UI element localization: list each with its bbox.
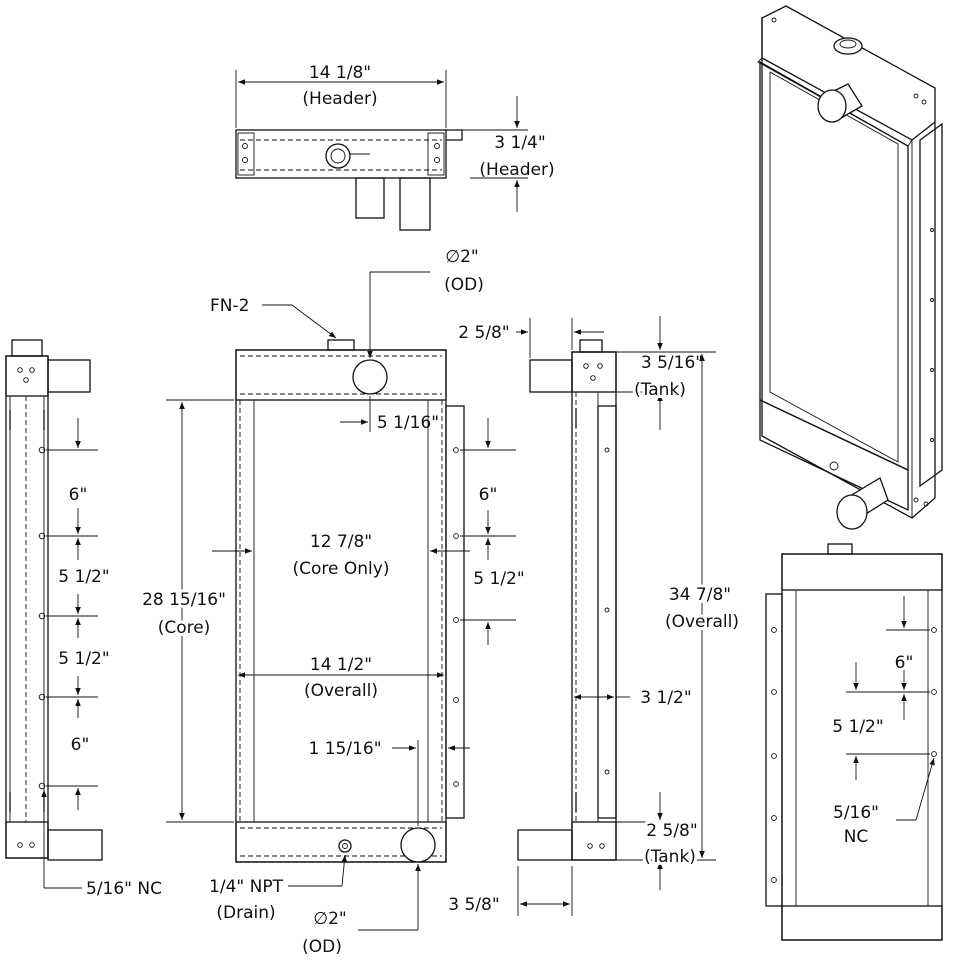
- right-hole-2-label: 5 1/2": [832, 717, 883, 737]
- top-view: 14 1/8" (Header) 3 1/4" (Header): [235, 63, 555, 231]
- side-depth-label: 3 1/2": [640, 688, 691, 708]
- overall-height-sub: (Overall): [665, 612, 739, 632]
- inlet-dia-label: ∅2": [445, 247, 478, 267]
- rear-view: 6" 5 1/2" 5/16" NC: [765, 543, 943, 941]
- overall-width-label: 14 1/2": [310, 655, 372, 675]
- outlet-dia-label: ∅2": [313, 909, 346, 929]
- filler-neck: [327, 339, 355, 351]
- outlet-offset-label: 1 15/16": [308, 739, 381, 759]
- inlet-pipe: [352, 359, 388, 395]
- front-view: ∅2" (OD) FN-2 5 1/16" 28 15/16" (Core) 1…: [139, 247, 525, 957]
- side-top-off-label: 2 5/8": [458, 323, 509, 343]
- left-hole-3-label: 5 1/2": [58, 649, 109, 669]
- left-nc-label: 5/16" NC: [86, 879, 162, 899]
- bottom-tank-sub: (Tank): [644, 847, 696, 867]
- top-tank-label: 3 5/16": [641, 353, 703, 373]
- right-nc-sub: NC: [844, 827, 869, 847]
- isometric-view: [757, 5, 943, 530]
- top-width-sub: (Header): [302, 89, 377, 109]
- header-height-sub: (Header): [479, 160, 554, 180]
- side-bottom-off-label: 3 5/8": [448, 895, 499, 915]
- core-height-sub: (Core): [158, 618, 211, 638]
- overall-height-label: 34 7/8": [669, 585, 731, 605]
- inlet-offset-label: 5 1/16": [377, 413, 439, 433]
- left-hole-2-label: 5 1/2": [58, 567, 109, 587]
- overall-width-sub: (Overall): [304, 681, 378, 701]
- top-width-label: 14 1/8": [309, 63, 371, 83]
- left-hole-1-label: 6": [69, 485, 88, 505]
- drain-sub: (Drain): [216, 903, 275, 923]
- left-side-view: 6" 5 1/2" 5 1/2" 6" 5/16" NC: [5, 339, 162, 899]
- right-hole-1-label: 6": [895, 653, 914, 673]
- header-height-label: 3 1/4": [494, 133, 545, 153]
- left-hole-4-label: 6": [71, 735, 90, 755]
- right-side-view: 2 5/8" 3 5/16" (Tank) 34 7/8" (Overall) …: [448, 316, 742, 916]
- outlet-dia-sub: (OD): [302, 937, 342, 957]
- core-width-sub: (Core Only): [293, 559, 390, 579]
- right-nc-label: 5/16": [833, 803, 879, 823]
- inlet-dia-sub: (OD): [444, 275, 484, 295]
- filler-neck-top: [325, 143, 351, 169]
- core-height-label: 28 15/16": [142, 590, 226, 610]
- drain-plug: [338, 839, 352, 853]
- bottom-tank-label: 2 5/8": [646, 821, 697, 841]
- mid-hole-2-label: 5 1/2": [473, 569, 524, 589]
- core-width-label: 12 7/8": [310, 532, 372, 552]
- drain-label: 1/4" NPT: [209, 877, 284, 897]
- mid-hole-1-label: 6": [479, 485, 498, 505]
- top-tank-sub: (Tank): [634, 380, 686, 400]
- outlet-pipe: [400, 827, 436, 863]
- fn-label: FN-2: [210, 296, 249, 316]
